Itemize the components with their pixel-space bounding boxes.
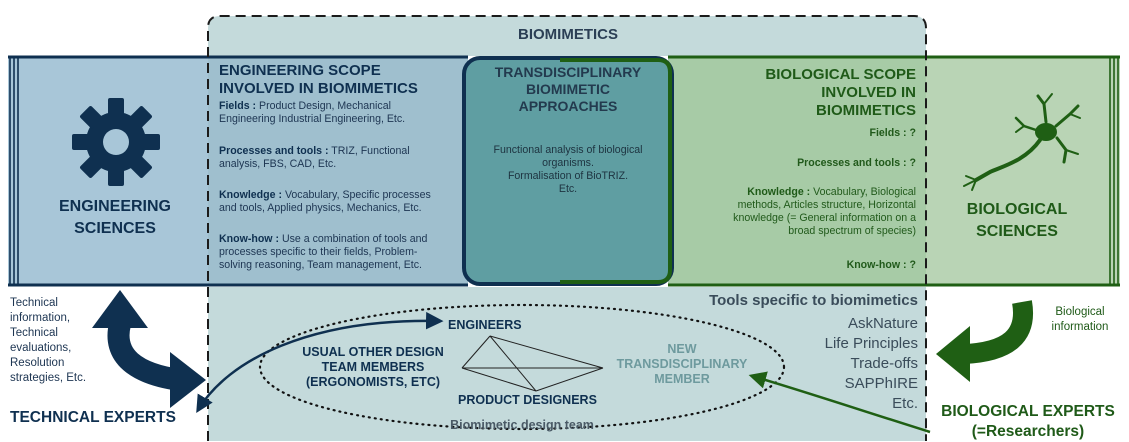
team-usual-members-line2: TEAM MEMBERS bbox=[321, 360, 425, 374]
engineering-scope-title-line2: INVOLVED IN BIOMIMETICS bbox=[219, 80, 418, 97]
engineering-knowledge-text2: and tools, Applied physics, Mechanics, E… bbox=[219, 202, 422, 215]
engineering-knowledge-text: Vocabulary, Specific processes bbox=[284, 189, 431, 201]
technical-info-line6: strategies, Etc. bbox=[10, 372, 87, 384]
transdisciplinary-line3: Formalisation of BioTRIZ. bbox=[507, 170, 629, 182]
team-links bbox=[461, 335, 604, 392]
biological-knowledge-text3: knowledge (= General information on a bbox=[733, 212, 916, 225]
team-usual-members: USUAL OTHER DESIGN TEAM MEMBERS (ERGONOM… bbox=[288, 345, 458, 390]
gear-icon bbox=[72, 98, 160, 186]
tool-asknature: AskNature bbox=[847, 315, 918, 332]
engineering-scope-title: ENGINEERING SCOPE INVOLVED IN BIOMIMETIC… bbox=[219, 62, 469, 98]
biological-scope-title-line2: INVOLVED IN bbox=[821, 84, 916, 101]
curved-double-arrow-icon bbox=[92, 290, 206, 408]
researchers-link-arrow bbox=[748, 371, 931, 434]
engineering-processes-text: TRIZ, Functional bbox=[331, 145, 410, 157]
team-usual-members-line3: (ERGONOMISTS, ETC) bbox=[305, 375, 441, 389]
engineering-fields: Fields : Product Design, Mechanical Engi… bbox=[219, 100, 464, 126]
biological-scope-title: BIOLOGICAL SCOPE INVOLVED IN BIOMIMETICS bbox=[676, 66, 916, 120]
transdisciplinary-title: TRANSDISCIPLINARY BIOMIMETIC APPROACHES bbox=[468, 64, 668, 115]
engineering-fields-text2: Engineering Industrial Engineering, Etc. bbox=[219, 113, 406, 126]
biological-knowhow: Know-how : ? bbox=[846, 259, 916, 271]
tool-sapphire: SAPPhIRE bbox=[844, 375, 918, 392]
engineering-knowhow-text3: solving reasoning, Team management, Etc. bbox=[219, 259, 422, 272]
team-new-member-line3: MEMBER bbox=[654, 372, 710, 386]
team-product-designers: PRODUCT DESIGNERS bbox=[458, 393, 597, 407]
neuron-icon bbox=[963, 93, 1081, 191]
biological-experts-line1: BIOLOGICAL EXPERTS bbox=[941, 403, 1115, 420]
technical-experts: TECHNICAL EXPERTS bbox=[10, 409, 176, 426]
tools-title: Tools specific to biomimetics bbox=[709, 292, 918, 309]
engineering-processes-label: Processes and tools : bbox=[219, 145, 329, 157]
biological-sciences-line1: BIOLOGICAL bbox=[966, 201, 1068, 218]
team-usual-members-line1: USUAL OTHER DESIGN bbox=[302, 345, 444, 359]
zone-overlay-right bbox=[668, 56, 926, 286]
engineering-sciences-line2: SCIENCES bbox=[74, 220, 156, 237]
team-new-member: NEW TRANSDISCIPLINARY MEMBER bbox=[600, 342, 764, 387]
technical-info-line5: Resolution bbox=[10, 357, 65, 369]
tool-trade-offs: Trade-offs bbox=[850, 355, 918, 372]
engineering-knowhow: Know-how : Use a combination of tools an… bbox=[219, 233, 464, 272]
biological-scope-title-line3: BIOMIMETICS bbox=[816, 102, 916, 119]
biological-info-line2: information bbox=[1051, 321, 1109, 333]
transdisciplinary-line1: Functional analysis of biological bbox=[493, 144, 643, 156]
biological-processes: Processes and tools : ? bbox=[797, 157, 916, 169]
biological-experts: BIOLOGICAL EXPERTS (=Researchers) bbox=[928, 402, 1128, 442]
engineering-fields-label: Fields : bbox=[219, 100, 257, 112]
engineering-fields-text: Product Design, Mechanical bbox=[259, 100, 391, 112]
biological-experts-line2: (=Researchers) bbox=[971, 423, 1085, 440]
transdisciplinary-title-line2: BIOMIMETIC bbox=[526, 81, 610, 97]
engineering-scope-title-line1: ENGINEERING SCOPE bbox=[219, 62, 381, 79]
technical-info-line1: Technical bbox=[10, 297, 58, 309]
team-new-member-line1: NEW bbox=[667, 342, 697, 356]
team-engineers: ENGINEERS bbox=[448, 318, 522, 332]
engineering-processes: Processes and tools : TRIZ, Functional a… bbox=[219, 145, 464, 171]
biomimetics-title: BIOMIMETICS bbox=[518, 26, 618, 43]
transdisciplinary-line2: organisms. bbox=[542, 157, 594, 169]
technical-info-line4: evaluations, bbox=[10, 342, 72, 354]
engineering-sciences-line1: ENGINEERING bbox=[58, 198, 171, 215]
curved-arrow-icon bbox=[936, 300, 1033, 382]
center-box-bg bbox=[464, 58, 672, 284]
transdisciplinary-text: Functional analysis of biological organi… bbox=[468, 144, 668, 196]
biological-scope-title-line1: BIOLOGICAL SCOPE bbox=[765, 66, 916, 83]
biological-fields: Fields : ? bbox=[869, 127, 917, 139]
engineering-knowhow-text: Use a combination of tools and bbox=[281, 233, 428, 245]
biological-knowledge-text2: methods, Articles structure, Horizontal bbox=[737, 199, 916, 212]
engineering-knowhow-text2: processes specific to their fields, Prob… bbox=[219, 246, 418, 259]
transdisciplinary-title-line3: APPROACHES bbox=[518, 98, 618, 114]
engineering-processes-text2: analysis, FBS, CAD, Etc. bbox=[219, 158, 337, 171]
biological-info-line1: Biological bbox=[1055, 306, 1105, 318]
biomimetics-zone-outline bbox=[207, 15, 927, 441]
tool-etc: Etc. bbox=[892, 395, 918, 412]
team-caption: Biomimetic design team bbox=[450, 418, 594, 432]
biological-knowledge: Knowledge : Vocabulary, Biological metho… bbox=[676, 186, 916, 239]
biological-info: Biological information bbox=[1040, 305, 1120, 335]
engineering-knowledge-label: Knowledge : bbox=[219, 189, 282, 201]
technical-info: Technical information, Technical evaluat… bbox=[10, 296, 110, 386]
engineering-knowledge: Knowledge : Vocabulary, Specific process… bbox=[219, 189, 464, 215]
transdisciplinary-title-line1: TRANSDISCIPLINARY bbox=[494, 64, 642, 80]
biological-sciences-label: BIOLOGICAL SCIENCES bbox=[932, 199, 1102, 243]
biomimetics-zone-top bbox=[208, 16, 926, 56]
zone-overlay-left bbox=[208, 56, 468, 286]
engineering-knowhow-label: Know-how : bbox=[219, 233, 280, 245]
engineers-link-arrow bbox=[196, 311, 444, 413]
biological-knowledge-text4: broad spectrum of species) bbox=[788, 225, 916, 238]
biological-knowledge-label: Knowledge : bbox=[747, 186, 811, 198]
biological-knowledge-text: Vocabulary, Biological bbox=[813, 186, 916, 198]
engineering-sciences-label: ENGINEERING SCIENCES bbox=[30, 196, 200, 240]
tools-list: AskNature Life Principles Trade-offs SAP… bbox=[760, 314, 918, 414]
transdisciplinary-line4: Etc. bbox=[558, 183, 578, 195]
technical-info-line2: information, bbox=[10, 312, 71, 324]
technical-info-line3: Technical bbox=[10, 327, 58, 339]
team-new-member-line2: TRANSDISCIPLINARY bbox=[616, 357, 748, 371]
biological-sciences-line2: SCIENCES bbox=[976, 223, 1058, 240]
tool-life-principles: Life Principles bbox=[824, 335, 918, 352]
